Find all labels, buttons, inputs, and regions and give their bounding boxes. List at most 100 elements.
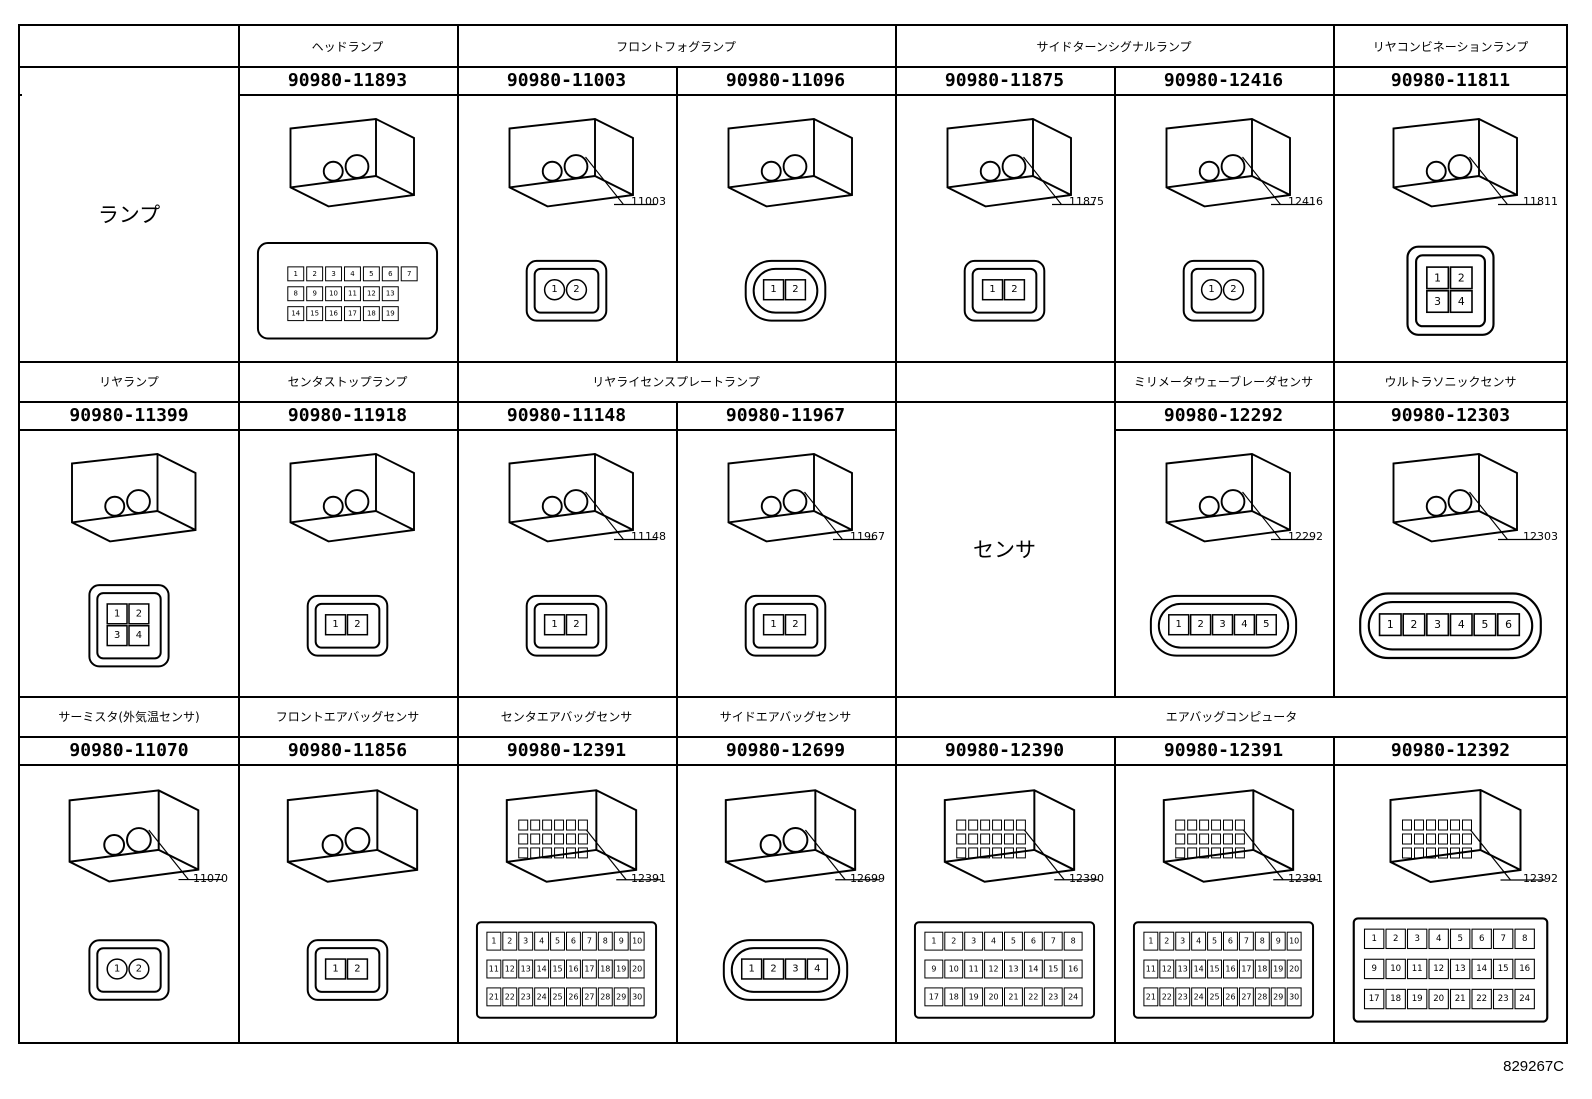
pin-number: 1 [989, 284, 995, 295]
part-number: 90980-12292 [1163, 404, 1284, 426]
category-caption: ウルトラソニックセンサ [1384, 374, 1517, 389]
pin-number: 1 [294, 269, 298, 277]
part-callout: 12391 [631, 871, 666, 885]
pin-number: 4 [539, 937, 544, 946]
pin-number: 4 [350, 269, 355, 277]
part-callout: 12292 [1288, 530, 1323, 543]
col-divider [457, 736, 459, 1044]
pin-number: 5 [1457, 934, 1462, 944]
pin-number: 16 [1519, 964, 1530, 974]
col-divider [1114, 66, 1116, 361]
section-label: ランプ [97, 202, 161, 227]
part-callout: 11070 [193, 871, 228, 885]
pin-number: 7 [407, 269, 411, 277]
pin-number: 2 [1411, 618, 1418, 631]
pin-number: 30 [1289, 992, 1299, 1001]
pin-number: 3 [114, 630, 120, 641]
pin-number: 5 [1212, 937, 1217, 946]
pin-number: 13 [1178, 965, 1188, 974]
pin-number: 6 [1505, 618, 1512, 631]
pin-number: 14 [1194, 965, 1204, 974]
pin-face [744, 594, 827, 657]
pin-number: 15 [310, 309, 319, 317]
connector-illustration [686, 100, 885, 224]
pin-face [475, 921, 658, 1019]
col-divider [895, 696, 897, 736]
pin-number: 1 [1387, 618, 1394, 631]
pin-number: 1 [1371, 934, 1376, 944]
connector-illustration [467, 100, 666, 224]
callout-leader [585, 156, 624, 205]
pin-number: 17 [584, 965, 594, 974]
pin-number: 2 [951, 937, 956, 946]
pin-number: 20 [632, 965, 642, 974]
pin-number: 2 [1164, 937, 1169, 946]
col-divider [1114, 361, 1116, 401]
col-divider [1114, 401, 1116, 696]
row-divider [20, 696, 1568, 698]
pin-number: 6 [571, 937, 576, 946]
pin-number: 4 [1458, 295, 1465, 308]
category-caption: フロントエアバッグセンサ [275, 709, 420, 724]
connector-body [1165, 453, 1291, 543]
pin-number: 8 [603, 937, 608, 946]
pin-number: 21 [489, 992, 499, 1001]
pin-face [525, 594, 608, 657]
pin-number: 4 [814, 964, 820, 975]
pin-number: 23 [1048, 992, 1058, 1001]
col-divider [676, 736, 678, 1044]
pin-number: 20 [1289, 965, 1299, 974]
pin-number: 4 [1458, 618, 1465, 631]
pin-number: 1 [551, 619, 557, 630]
connector-body [508, 118, 634, 208]
pin-number: 19 [1412, 994, 1423, 1004]
part-number: 90980-11811 [1390, 69, 1511, 91]
pin-number: 1 [1148, 937, 1153, 946]
pin-number: 12 [1433, 964, 1444, 974]
connector-body [505, 789, 638, 883]
col-divider [1333, 401, 1335, 696]
pin-number: 9 [312, 289, 316, 297]
col-divider [676, 696, 678, 736]
pin-number: 10 [632, 937, 642, 946]
pin-face [1132, 921, 1315, 1019]
pin-number: 2 [354, 964, 360, 975]
pin-number: 1 [551, 284, 557, 295]
connector-body [1162, 789, 1295, 883]
part-number: 90980-12699 [725, 739, 846, 761]
pin-number: 21 [1146, 992, 1156, 1001]
category-caption: センタエアバッグセンサ [500, 709, 633, 724]
pin-face [1352, 917, 1549, 1023]
pin-number: 16 [329, 309, 338, 317]
pin-number: 15 [1498, 964, 1509, 974]
pin-number: 5 [1263, 619, 1269, 630]
pin-number: 12 [1162, 965, 1172, 974]
pin-number: 27 [1241, 992, 1251, 1001]
pin-number: 13 [1008, 965, 1018, 974]
category-caption: リヤコンビネーションランプ [1372, 39, 1529, 54]
category-caption [20, 26, 238, 66]
pin-number: 25 [552, 992, 562, 1001]
col-divider [238, 361, 240, 401]
pin-number: 27 [584, 992, 594, 1001]
part-number: 90980-12392 [1390, 739, 1511, 761]
pin-face [306, 939, 389, 1001]
pin-number: 1 [332, 619, 338, 630]
pin-number: 22 [1028, 992, 1038, 1001]
pin-number: 4 [1241, 619, 1247, 630]
part-callout: 12392 [1523, 871, 1558, 885]
category-caption: ヘッドランプ [311, 39, 384, 54]
pin-number: 21 [1455, 994, 1466, 1004]
connector-illustration [248, 100, 447, 224]
connector-illustration [686, 435, 885, 559]
col-divider [457, 26, 459, 66]
col-divider [895, 736, 897, 1044]
pin-number: 8 [1522, 934, 1527, 944]
pin-number: 3 [1434, 295, 1441, 308]
pin-number: 11 [969, 965, 979, 974]
